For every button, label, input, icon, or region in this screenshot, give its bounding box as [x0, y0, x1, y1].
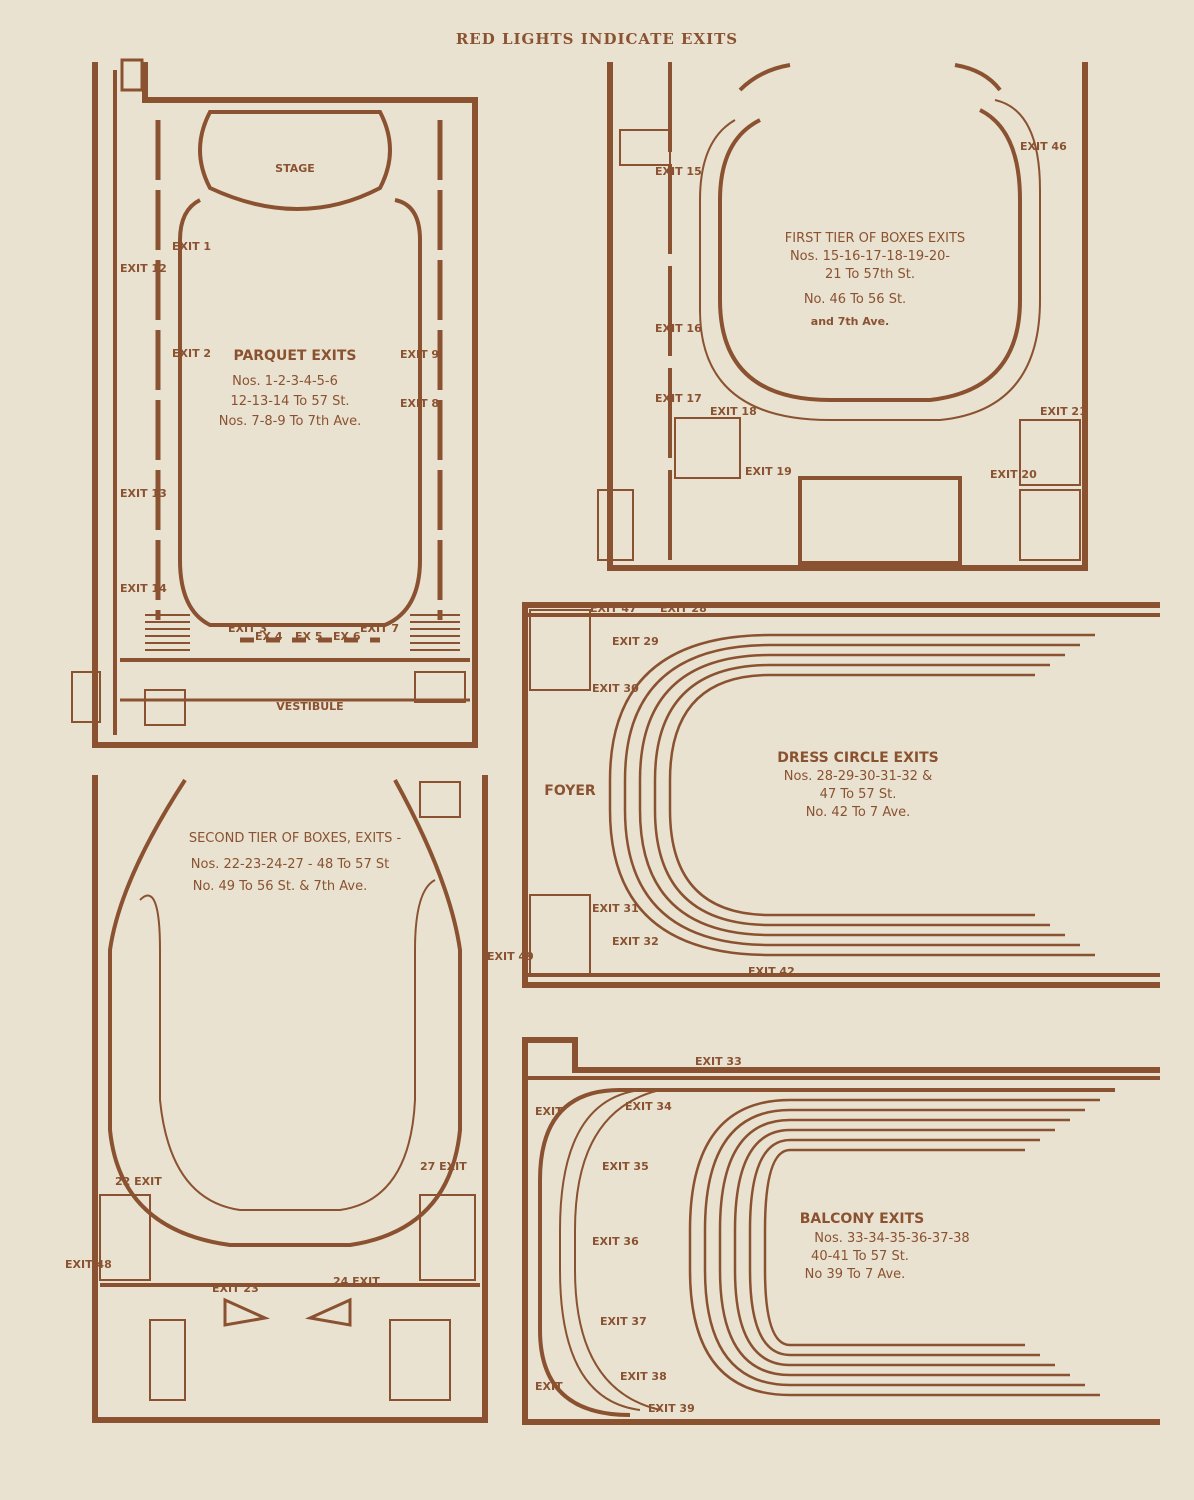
exit-38-label: EXIT 38	[620, 1370, 667, 1383]
dress-circle-line-2: 47 To 57 St.	[820, 787, 897, 802]
exit-3-label: EXIT 3	[228, 622, 267, 635]
vestibule-label: VESTIBULE	[276, 700, 343, 713]
balcony-heading: BALCONY EXITS	[800, 1211, 925, 1227]
exit-4-label: EX 4	[255, 630, 283, 643]
exit-5-label: EX 5	[295, 630, 322, 643]
exit-6-label: EX 6	[333, 630, 361, 643]
exit-1-label: EXIT 1	[172, 240, 211, 253]
page-title: RED LIGHTS INDICATE EXITS	[455, 30, 739, 48]
exit-49-label: EXIT 49	[487, 950, 534, 963]
parquet-plan	[71, 58, 478, 748]
exit-12-label: EXIT 12	[120, 262, 167, 275]
parquet-heading: PARQUET EXITS	[233, 348, 356, 364]
second-tier-labels: SECOND TIER OF BOXES, EXITS - Nos. 22-23…	[65, 831, 534, 1295]
balcony-plan	[522, 1037, 1160, 1425]
exit-30-label: EXIT 30	[592, 682, 639, 695]
exit-19-label: EXIT 19	[745, 465, 792, 478]
exit-48-label: EXIT 48	[65, 1258, 112, 1271]
first-tier-line-2: 21 To 57th St.	[825, 267, 915, 282]
second-tier-heading: SECOND TIER OF BOXES, EXITS -	[189, 831, 402, 846]
exit-22-label: 22 EXIT	[115, 1175, 162, 1188]
first-tier-line-1: Nos. 15-16-17-18-19-20-	[790, 249, 950, 264]
exit-18-label: EXIT 18	[710, 405, 757, 418]
exit-2-label: EXIT 2	[172, 347, 211, 360]
stage-label: STAGE	[275, 162, 315, 175]
parquet-line-1: Nos. 1-2-3-4-5-6	[232, 374, 338, 389]
second-tier-line-1: Nos. 22-23-24-27 - 48 To 57 St	[191, 857, 389, 872]
exit-39-label: EXIT 39	[648, 1402, 695, 1415]
dress-circle-labels: FOYER DRESS CIRCLE EXITS Nos. 28-29-30-3…	[544, 602, 938, 978]
dress-circle-heading: DRESS CIRCLE EXITS	[777, 750, 938, 766]
exit-15-label: EXIT 15	[655, 165, 702, 178]
dress-circle-line-3: No. 42 To 7 Ave.	[806, 805, 911, 820]
exit-36-label: EXIT 36	[592, 1235, 639, 1248]
exit-47-label: EXIT 47	[590, 602, 637, 615]
exit-27-label: 27 EXIT	[420, 1160, 467, 1173]
parquet-line-2: 12-13-14 To 57 St.	[230, 394, 349, 409]
exit-33-label: EXIT 33	[695, 1055, 742, 1068]
exit-9-label: EXIT 9	[400, 348, 439, 361]
exit-28-label: EXIT 28	[660, 602, 707, 615]
second-tier-line-2: No. 49 To 56 St. & 7th Ave.	[193, 879, 367, 894]
exit-42-label: EXIT 42	[748, 965, 795, 978]
parquet-line-3: Nos. 7-8-9 To 7th Ave.	[219, 414, 362, 429]
exit-8-label: EXIT 8	[400, 397, 439, 410]
exit-7-label: EXIT 7	[360, 622, 399, 635]
parquet-labels: STAGE VESTIBULE PARQUET EXITS Nos. 1-2-3…	[120, 162, 439, 713]
exit-23-label: EXIT 23	[212, 1282, 259, 1295]
exit-29-label: EXIT 29	[612, 635, 659, 648]
first-tier-line-4: and 7th Ave.	[811, 315, 889, 328]
first-tier-heading: FIRST TIER OF BOXES EXITS	[785, 231, 965, 246]
exit-46-label: EXIT 46	[1020, 140, 1067, 153]
exit-upper-left-label: EXIT	[535, 1105, 563, 1118]
dress-circle-plan	[522, 602, 1160, 988]
exit-17-label: EXIT 17	[655, 392, 702, 405]
dress-circle-line-1: Nos. 28-29-30-31-32 &	[784, 769, 932, 784]
first-tier-labels: FIRST TIER OF BOXES EXITS Nos. 15-16-17-…	[655, 140, 1087, 481]
first-tier-line-3: No. 46 To 56 St.	[804, 292, 906, 307]
exit-37-label: EXIT 37	[600, 1315, 647, 1328]
balcony-labels: BALCONY EXITS Nos. 33-34-35-36-37-38 40-…	[535, 1055, 970, 1415]
exit-34-label: EXIT 34	[625, 1100, 672, 1113]
exit-24-label: 24 EXIT	[333, 1275, 380, 1288]
balcony-line-1: Nos. 33-34-35-36-37-38	[814, 1231, 969, 1246]
exit-21-label: EXIT 21	[1040, 405, 1087, 418]
balcony-line-2: 40-41 To 57 St.	[811, 1249, 909, 1264]
exit-32-label: EXIT 32	[612, 935, 659, 948]
first-tier-plan	[597, 62, 1088, 571]
exit-31-label: EXIT 31	[592, 902, 639, 915]
exit-13-label: EXIT 13	[120, 487, 167, 500]
exit-20-label: EXIT 20	[990, 468, 1037, 481]
second-tier-plan	[92, 775, 488, 1423]
exit-16-label: EXIT 16	[655, 322, 702, 335]
exit-35-label: EXIT 35	[602, 1160, 649, 1173]
exit-lower-left-label: EXIT	[535, 1380, 563, 1393]
foyer-label: FOYER	[544, 783, 596, 799]
balcony-line-3: No 39 To 7 Ave.	[805, 1267, 906, 1282]
exit-14-label: EXIT 14	[120, 582, 167, 595]
